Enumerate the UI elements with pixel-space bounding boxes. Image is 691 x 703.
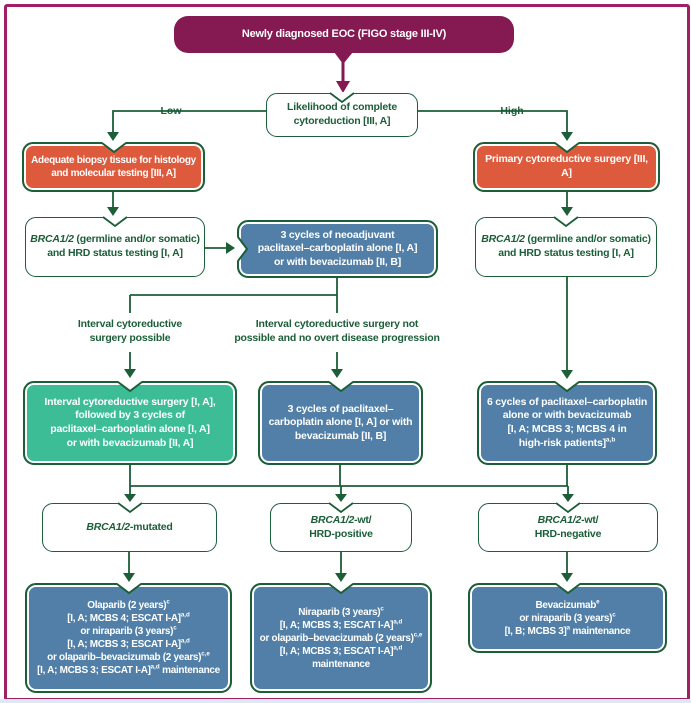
notch-icon xyxy=(117,381,143,393)
notch-icon xyxy=(100,142,127,154)
node-maintenance-hrd-positive: Niraparib (3 years)c[I, A; MCBS 3; ESCAT… xyxy=(250,583,432,693)
notch-icon xyxy=(553,142,580,154)
notch-icon xyxy=(102,216,128,228)
notch-icon xyxy=(237,236,249,262)
node-maintenance-brca-mutated: Olaparib (2 years)c[I, A; MCBS 4; ESCAT … xyxy=(25,583,232,693)
notch-icon xyxy=(554,583,581,595)
notch-icon xyxy=(328,502,354,514)
node-primary-cytoreductive-surgery: Primary cytoreductive surgery [III, A] xyxy=(473,142,660,192)
node-newly-diagnosed-eoc: Newly diagnosed EOC (FIGO stage III-IV) xyxy=(174,16,514,63)
node-brca-wt-hrd-negative: BRCA1/2-wt/HRD-negative xyxy=(478,502,658,552)
bottom-page-strip xyxy=(0,699,691,703)
node-brca-hrd-testing-left: BRCA1/2 (germline and/or somatic)and HRD… xyxy=(25,216,205,277)
notch-icon xyxy=(555,502,581,514)
notch-icon xyxy=(329,92,355,104)
node-text: Niraparib (3 years)c[I, A; MCBS 3; ESCAT… xyxy=(259,605,423,670)
node-3-cycles-chemo: 3 cycles of paclitaxel–carboplatin alone… xyxy=(258,381,423,465)
notch-icon xyxy=(116,502,143,514)
node-interval-surgery-chemo: Interval cytoreductive surgery [I, A],fo… xyxy=(23,381,237,465)
node-text: BRCA1/2 (germline and/or somatic)and HRD… xyxy=(481,233,651,259)
node-text: BRCA1/2-mutated xyxy=(86,520,173,533)
notch-icon xyxy=(328,583,354,595)
node-text: BRCA1/2 (germline and/or somatic)and HRD… xyxy=(30,233,200,259)
node-brca-mutated: BRCA1/2-mutated xyxy=(42,502,217,552)
notch-icon xyxy=(554,381,580,393)
node-brca-hrd-testing-right: BRCA1/2 (germline and/or somatic)and HRD… xyxy=(475,216,657,277)
node-text: BRCA1/2-wt/HRD-negative xyxy=(534,513,602,540)
node-text: Olaparib (2 years)c[I, A; MCBS 4; ESCAT … xyxy=(37,598,220,676)
notch-icon xyxy=(115,583,142,595)
label-high: High xyxy=(493,105,531,117)
notch-icon xyxy=(553,216,579,228)
node-title-text: Newly diagnosed EOC (FIGO stage III-IV) xyxy=(241,28,447,41)
notch-icon xyxy=(327,381,354,393)
node-brca-wt-hrd-positive: BRCA1/2-wt/HRD-positive xyxy=(270,502,412,552)
node-text: BRCA1/2-wt/HRD-positive xyxy=(309,513,373,540)
node-text: 3 cycles of paclitaxel–carboplatin alone… xyxy=(268,402,413,442)
node-text: Interval cytoreductive surgery [I, A],fo… xyxy=(44,395,216,449)
node-text: Primary cytoreductive surgery [III, A] xyxy=(485,153,648,179)
label-low: Low xyxy=(153,105,189,117)
